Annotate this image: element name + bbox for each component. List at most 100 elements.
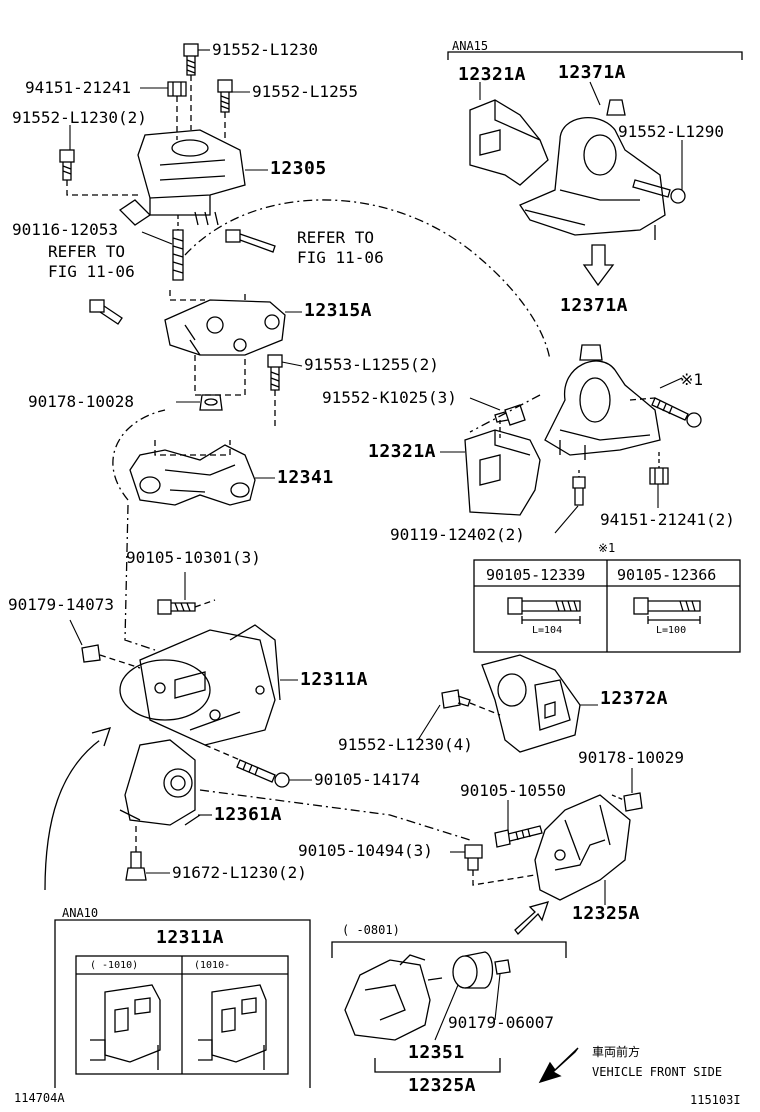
label-90105-10494-3: 90105-10494(3) [298,841,433,860]
label-90179-14073: 90179-14073 [8,595,114,614]
bolt-91552-L1290 [632,179,686,204]
bolt-91552-L1230-4 [441,689,471,709]
ana10-frame [54,919,311,1088]
bolt-90105-10494 [464,844,483,871]
part-12325A-bracket [534,794,631,901]
nut-90178-10028 [199,394,223,411]
label-90105-14174: 90105-14174 [314,770,420,789]
ana15-label: ANA15 [452,39,489,53]
table-header-right: 90105-12366 [617,566,717,584]
label-91672-L1230-2: 91672-L1230(2) [172,863,307,882]
label-refer2-a: REFER TO [297,228,375,247]
curved-arrow [44,739,101,891]
part-12315A-bracket [164,299,286,356]
part-12311A-bracket [119,624,281,746]
bolt-90119-12402 [572,476,586,506]
label-12371A: 12371A [560,295,629,316]
length-right: L=100 [656,625,687,636]
ana10-label: ANA10 [62,906,99,920]
label-12315A: 12315A [304,300,373,321]
front-label-en: VEHICLE FRONT SIDE [592,1065,723,1079]
bolt-91552-K1025 [494,404,526,426]
label-refer-a: REFER TO [48,242,126,261]
nut-90178-10029 [623,792,643,812]
part-12325A-variant [344,954,443,1041]
bolt-91552-L1255 [217,79,233,113]
part-12351-bushing [452,951,494,989]
bolt-refer-right [225,229,276,253]
label-91552-L1230-2: 91552-L1230(2) [12,108,147,127]
label-94151-21241: 94151-21241 [25,78,131,97]
arrow-12325A [514,901,550,935]
bolt-91552-L1230-2 [59,149,75,181]
figure-number-right: 115103I [690,1093,741,1107]
front-label-jp: 車両前方 [592,1045,641,1059]
part-12305-mount [118,129,246,226]
nut-90179-06007 [494,959,511,975]
part-12341-bracket [129,444,256,506]
label-91552-L1230-4: 91552-L1230(4) [338,735,473,754]
part-12321A-bracket [464,429,541,516]
down-arrow [582,244,615,287]
part-12371A-top [519,99,666,240]
label-12321A: 12321A [368,441,437,462]
part-12371A-mount [544,344,661,460]
label-90119-12402-2: 90119-12402(2) [390,525,525,544]
front-direction-arrow [538,1047,579,1084]
table-header-left: 90105-12339 [486,566,586,584]
transmission-outline-curve [184,199,551,361]
label-12325A: 12325A [572,903,641,924]
nut-90179-14073 [81,644,101,663]
bolt-90105-10550 [494,825,543,848]
label-refer-b: FIG 11-06 [48,262,135,281]
nut-94151-21241-2 [649,467,669,485]
label-12371A-top: 12371A [558,62,627,83]
label-12311A: 12311A [300,669,369,690]
label-90179-06007: 90179-06007 [448,1013,554,1032]
part-12321A-top [469,99,549,186]
0801-frame [331,941,567,958]
stud-90116-12053 [172,229,184,281]
label-91552-L1255: 91552-L1255 [252,82,358,101]
bolt-91552-L1230 [183,43,199,76]
note-x1: ※1 [680,370,704,389]
ana10-variant-right [198,984,267,1070]
label-90105-10550: 90105-10550 [460,781,566,800]
note-x1-table: ※1 [598,541,616,555]
range-0801: ( -0801) [342,923,400,937]
label-12325A-box: 12325A [408,1075,477,1096]
label-90178-10029: 90178-10029 [578,748,684,767]
bolt-refer-left [89,299,123,325]
ana15-bracket-frame [447,51,743,60]
label-12341: 12341 [277,467,334,488]
label-94151-21241-2: 94151-21241(2) [600,510,735,529]
label-90178-10028: 90178-10028 [28,392,134,411]
column-1010-plus: (1010- [194,960,231,971]
label-12311A-box: 12311A [156,927,225,948]
label-91553-L1255-2: 91553-L1255(2) [304,355,439,374]
column-minus-1010: ( -1010) [90,960,139,971]
nut-94151-21241 [167,81,187,97]
bolt-90105-10301 [157,599,196,615]
label-90116-12053: 90116-12053 [12,220,118,239]
label-12321A-top: 12321A [458,64,527,85]
length-left: L=104 [532,625,563,636]
bolt-91553-L1255 [267,354,283,391]
figure-number-left: 114704A [14,1091,65,1105]
label-12305: 12305 [270,158,327,179]
part-12361A-mount [119,739,201,826]
12325A-bracket [374,1058,501,1073]
bolt-x1 [651,397,702,428]
bolt-90105-14174 [236,759,290,788]
leader-lines [69,49,683,1041]
label-12372A: 12372A [600,688,669,709]
ana10-variant-left [90,984,161,1070]
bolt-91672-L1230 [125,851,147,881]
part-12372A-mount [481,654,581,753]
label-12361A: 12361A [214,804,283,825]
bolt-90105-12339 [507,597,581,624]
bolt-90105-12366 [633,597,701,624]
label-refer2-b: FIG 11-06 [297,248,384,267]
